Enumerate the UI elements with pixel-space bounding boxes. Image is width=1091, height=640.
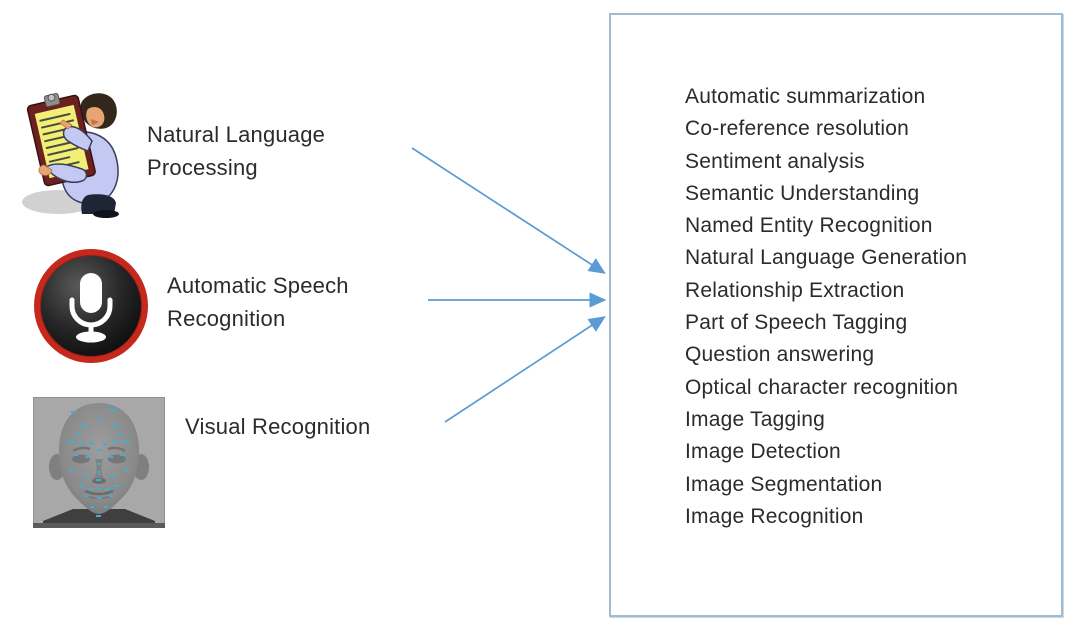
task-item: Part of Speech Tagging [685,311,908,335]
task-item: Image Detection [685,440,841,464]
vr-label: Visual Recognition [185,414,371,439]
nlp-label: Natural Language Processing [147,122,326,180]
microphone-icon [33,248,149,364]
task-item: Natural Language Generation [685,246,968,270]
clipboard-person-icon [18,83,128,218]
task-item: Image Recognition [685,504,864,528]
arrow-vr [444,316,606,423]
face-scan-icon [32,396,166,529]
task-item: Co-reference resolution [685,117,910,141]
task-item: Sentiment analysis [685,149,865,173]
task-item: Named Entity Recognition [685,214,933,238]
task-item: Image Tagging [685,407,825,431]
arrow-nlp [411,147,606,274]
task-item: Semantic Understanding [685,181,920,205]
task-item: Automatic summarization [685,85,926,108]
task-item: Relationship Extraction [685,278,905,302]
asr-label: Automatic Speech Recognition [167,273,349,331]
task-item: Image Segmentation [685,472,883,496]
task-item: Optical character recognition [685,375,959,399]
task-item: Question answering [685,343,875,367]
